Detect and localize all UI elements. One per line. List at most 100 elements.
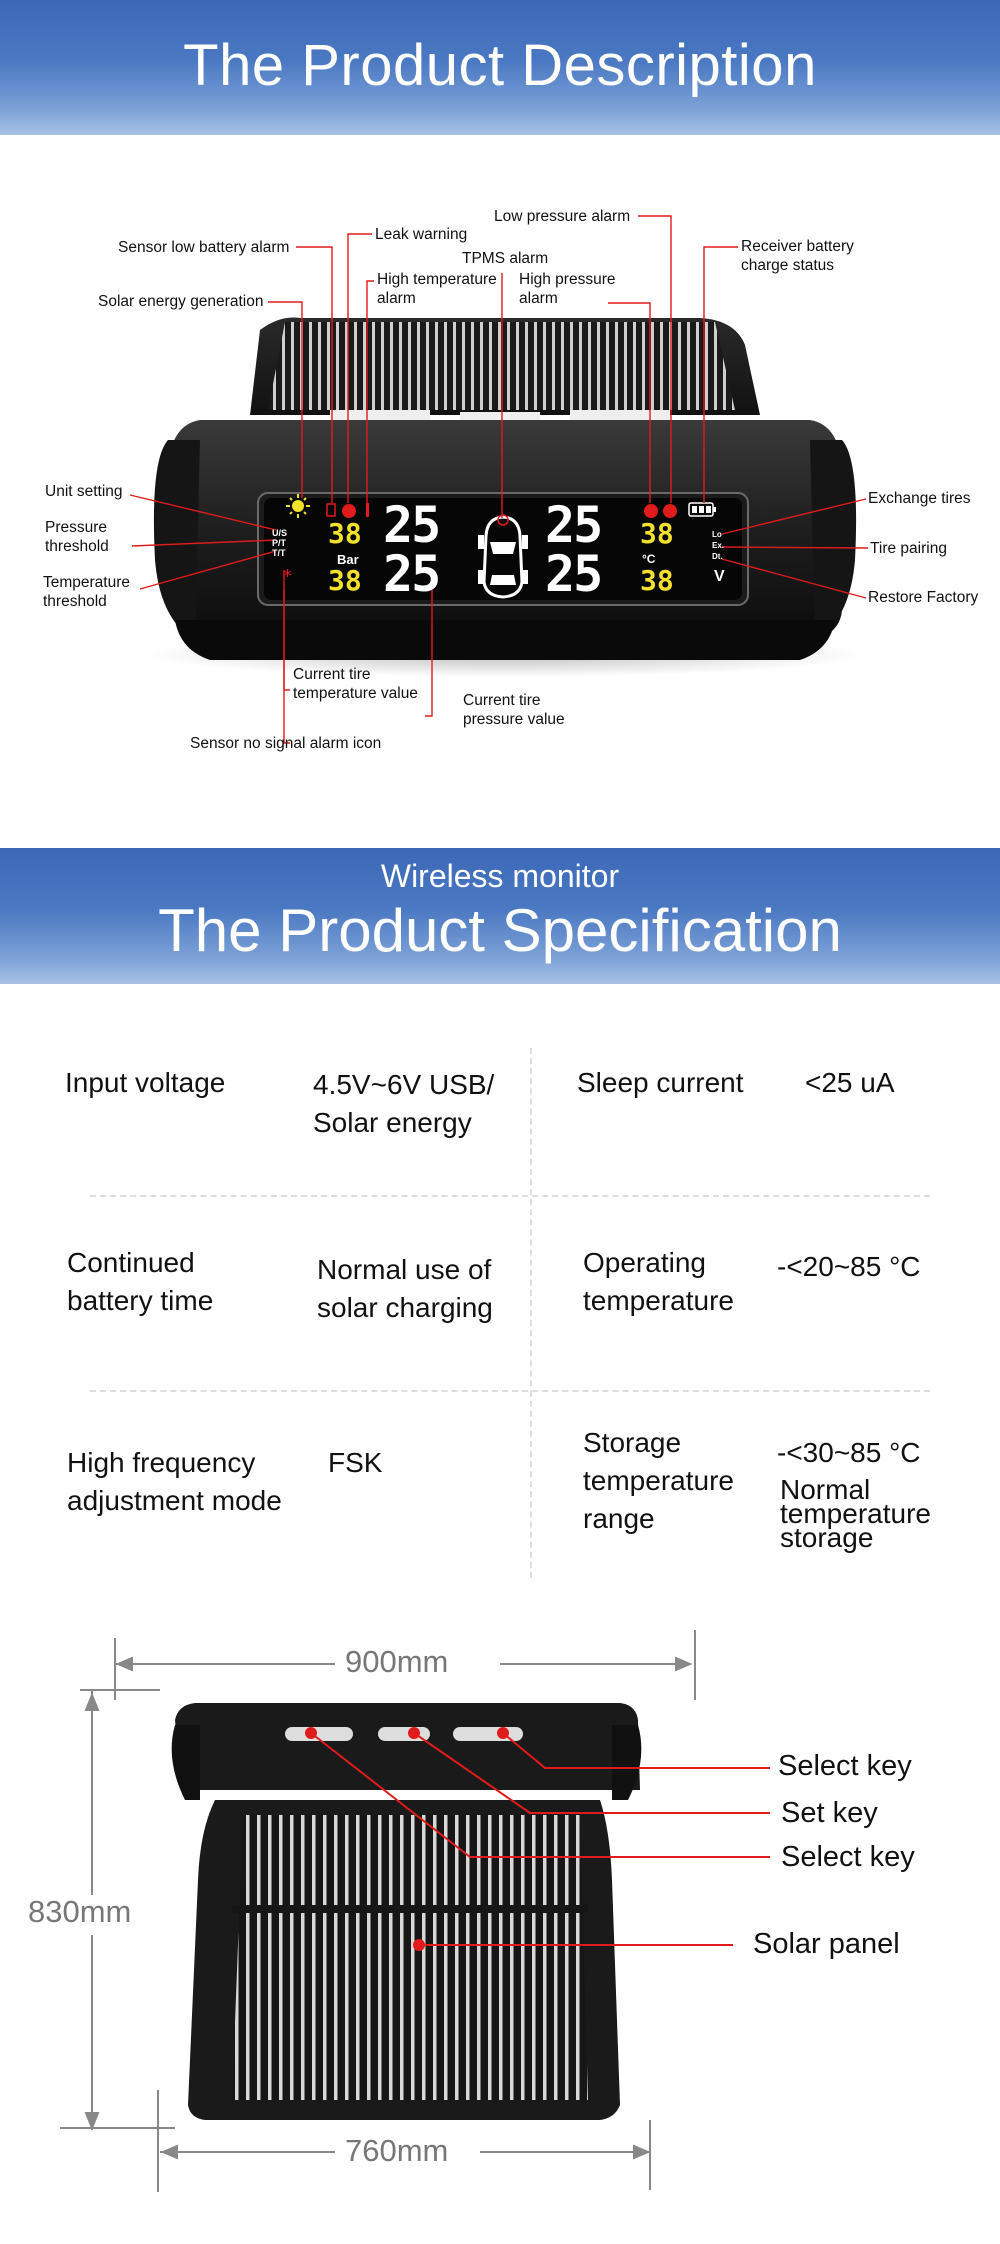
- spec-divider-vertical: [530, 1048, 532, 1578]
- label-current-pressure: Current tire pressure value: [463, 691, 565, 729]
- lcd-code-lo: Lo: [712, 530, 722, 539]
- lcd-unit-bar: Bar: [337, 552, 359, 567]
- dimension-width-top: 900mm: [345, 1644, 449, 1679]
- specification-banner: Wireless monitor The Product Specificati…: [0, 848, 1000, 984]
- leak-warning-icon: [342, 504, 356, 518]
- spec-sleep-current-value: <25 uA: [805, 1067, 895, 1098]
- label-tpms-alarm: TPMS alarm: [462, 250, 549, 267]
- lcd-v-label: V: [714, 568, 725, 585]
- label-unit-setting: Unit setting: [45, 483, 123, 500]
- low-pressure-icon: [663, 504, 677, 518]
- spec-battery-time-label-line1: Continued: [67, 1247, 195, 1278]
- spec-storage-note-line1: Normal: [780, 1474, 871, 1505]
- label-restore-factory: Restore Factory: [868, 589, 979, 606]
- spec-storage-temp-value: -<30~85 °C: [777, 1437, 921, 1468]
- spec-battery-time-value-line1: Normal use of: [317, 1254, 492, 1285]
- high-pressure-icon: [644, 504, 658, 518]
- device-top-diagram: [60, 1630, 770, 2192]
- label-high-pressure-line1: High pressure: [519, 271, 616, 288]
- label-pressure-threshold: Pressure threshold: [45, 518, 109, 556]
- label-solar-panel: Solar panel: [753, 1928, 900, 1960]
- label-tire-pairing: Tire pairing: [870, 540, 947, 557]
- lcd-code-ex: Ex.: [712, 541, 725, 550]
- high-temp-icon: [366, 503, 369, 517]
- sun-icon: [286, 494, 310, 518]
- spec-battery-time-value: Normal use of solar charging: [317, 1251, 493, 1327]
- spec-operating-temp-label-line2: temperature: [583, 1285, 734, 1316]
- spec-operating-temp-value: -<20~85 °C: [777, 1251, 921, 1282]
- label-receiver-battery-line2: charge status: [741, 257, 835, 274]
- lcd-big-top-right: 25: [545, 496, 603, 554]
- label-leak-warning: Leak warning: [375, 226, 468, 243]
- label-select-key-2: Select key: [781, 1841, 915, 1873]
- label-set-key: Set key: [781, 1797, 878, 1829]
- dimension-height: 830mm: [28, 1894, 132, 1929]
- left-ear: [153, 440, 200, 640]
- lcd-code-tt: T/T: [272, 548, 286, 558]
- spec-divider-row-2: [90, 1390, 930, 1392]
- specification-title: The Product Specification: [158, 897, 842, 964]
- car-icon: [478, 514, 528, 599]
- spec-input-voltage-label: Input voltage: [65, 1067, 226, 1098]
- label-current-temp-line1: Current tire: [293, 666, 371, 683]
- spec-sleep-current-label: Sleep current: [577, 1067, 744, 1098]
- label-high-pressure-line2: alarm: [519, 290, 558, 307]
- spec-hf-mode-label-line1: High frequency: [67, 1447, 256, 1478]
- receiver-battery-icon: [688, 502, 716, 517]
- device-front-diagram: *: [129, 215, 869, 744]
- label-sensor-low-battery: Sensor low battery alarm: [118, 239, 290, 256]
- lcd-right-codes: Lo Ex. Dt.: [712, 529, 724, 562]
- spec-operating-temp-label: Operating temperature: [583, 1244, 734, 1320]
- lcd-big-bottom-right: 25: [545, 545, 603, 603]
- lcd-code-dt: Dt.: [712, 552, 723, 561]
- select-key-1-button: [285, 1727, 353, 1741]
- spec-input-voltage-value-line2: Solar energy: [313, 1107, 472, 1138]
- label-solar-energy: Solar energy generation: [98, 293, 264, 310]
- spec-divider-row-1: [90, 1195, 930, 1197]
- callout-lines: [129, 215, 869, 744]
- spec-storage-temp-label: Storage temperature range: [583, 1424, 734, 1538]
- label-high-temp-line1: High temperature: [377, 271, 497, 288]
- label-temperature-threshold-line2: threshold: [43, 593, 107, 610]
- label-high-pressure-alarm: High pressure alarm: [519, 270, 616, 308]
- key-pointer-lines: [305, 1727, 770, 1951]
- spec-battery-time-label: Continued battery time: [67, 1244, 213, 1320]
- label-pressure-threshold-line2: threshold: [45, 538, 109, 555]
- label-receiver-battery: Receiver battery charge status: [741, 237, 854, 275]
- lcd-unit-c: °C: [642, 552, 656, 566]
- device-top-left-ear: [171, 1725, 200, 1800]
- no-signal-icon: *: [283, 566, 292, 587]
- label-current-pressure-line2: pressure value: [463, 711, 565, 728]
- label-receiver-battery-line1: Receiver battery: [741, 238, 854, 255]
- spec-hf-mode-label: High frequency adjustment mode: [67, 1444, 282, 1520]
- spec-storage-temp-label-line1: Storage: [583, 1427, 682, 1458]
- specification-subtitle: Wireless monitor: [380, 858, 620, 894]
- label-no-signal: Sensor no signal alarm icon: [190, 735, 382, 752]
- lcd-left-small-top: 38: [328, 517, 362, 550]
- label-current-temp: Current tire temperature value: [293, 665, 418, 703]
- lcd-left-small-bottom: 38: [328, 564, 362, 597]
- solar-panel-divider: [232, 1905, 588, 1913]
- label-exchange-tires: Exchange tires: [868, 490, 971, 507]
- label-current-temp-line2: temperature value: [293, 685, 418, 702]
- spec-storage-note: Normal temperature storage: [780, 1474, 931, 1553]
- device-base: [175, 620, 835, 660]
- lcd-right-small-top: 38: [640, 517, 674, 550]
- lcd-big-top-left: 25: [383, 496, 441, 554]
- spec-battery-time-value-line2: solar charging: [317, 1292, 493, 1323]
- spec-hf-mode-value: FSK: [328, 1447, 383, 1478]
- device-top-body: [175, 1703, 640, 1790]
- lcd-right-small-bottom: 38: [640, 564, 674, 597]
- label-select-key-1: Select key: [778, 1750, 912, 1782]
- device-top-right-ear: [612, 1725, 642, 1800]
- spec-input-voltage-value: 4.5V~6V USB/ Solar energy: [313, 1066, 494, 1142]
- spec-storage-note-line3: storage: [780, 1522, 874, 1553]
- spec-storage-temp-label-line2: temperature: [583, 1465, 734, 1496]
- spec-battery-time-label-line2: battery time: [67, 1285, 214, 1316]
- lcd-code-pt: P/T: [272, 538, 287, 548]
- label-high-temp-line2: alarm: [377, 290, 416, 307]
- spec-input-voltage-value-line1: 4.5V~6V USB/: [313, 1069, 495, 1100]
- lcd-big-bottom-left: 25: [383, 545, 441, 603]
- right-ear: [810, 440, 857, 640]
- label-pressure-threshold-line1: Pressure: [45, 519, 108, 536]
